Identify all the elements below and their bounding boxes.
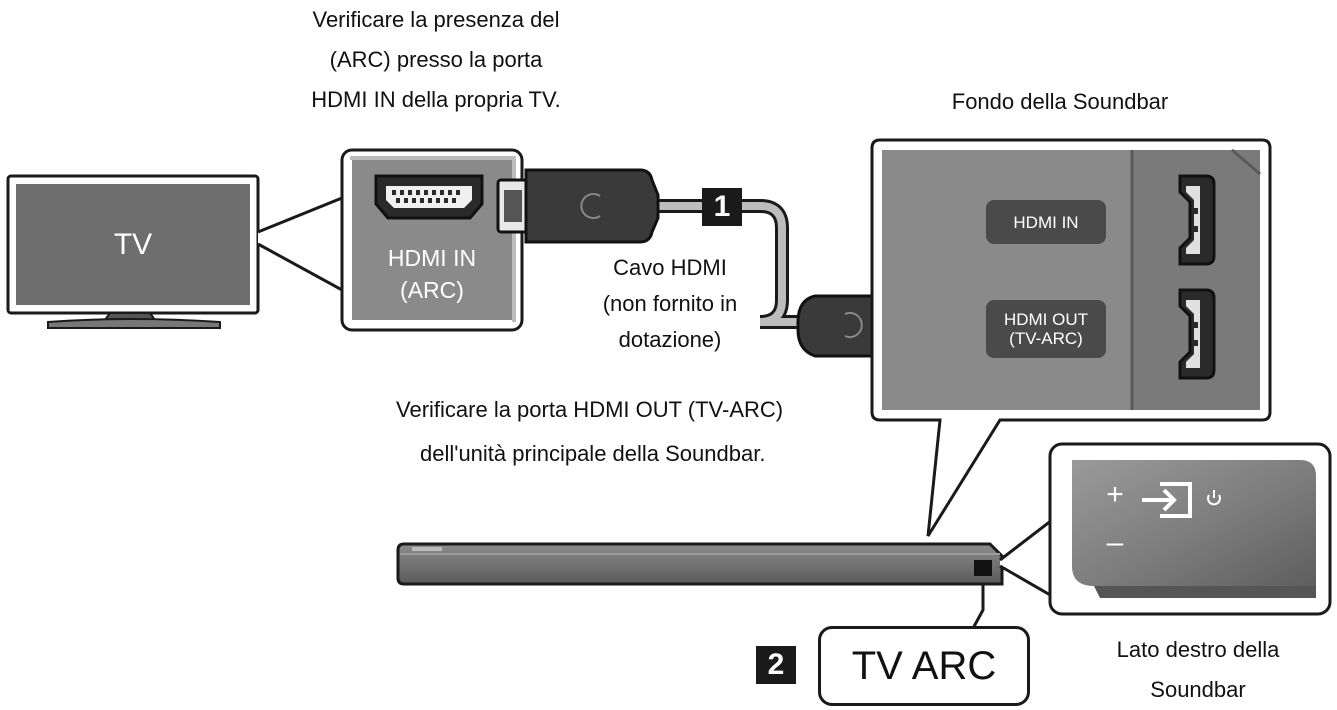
caption-line: dell'unità principale della Soundbar. — [420, 441, 766, 466]
tv-arc-label: TV ARC — [851, 643, 997, 688]
tv-arc-mode-box: TV ARC — [818, 626, 1030, 706]
port-label-line: HDMI IN — [387, 245, 477, 271]
caption-line: Verificare la presenza del — [312, 7, 560, 32]
soundbar-unit — [396, 542, 1004, 653]
caption-line: Lato destro della — [1116, 637, 1280, 662]
soundbar-bottom-title: Fondo della Soundbar — [951, 89, 1169, 114]
cable-caption: Cavo HDMI (non fornito in dotazione) — [570, 250, 770, 358]
caption-line: (non fornito in — [602, 291, 738, 316]
power-icon — [1207, 490, 1221, 506]
volume-minus-label: – — [1106, 526, 1124, 559]
tv-port-panel — [340, 148, 524, 332]
step-1-badge: 1 — [702, 188, 742, 226]
hdmi-in-label: HDMI IN — [986, 200, 1106, 244]
soundbar-side-panel — [1048, 442, 1332, 616]
port-label-line: (ARC) — [400, 277, 464, 303]
hdmi-in-text: HDMI IN — [1013, 212, 1079, 232]
volume-plus-label: + — [1106, 478, 1124, 511]
hdmi-out-line: (TV-ARC) — [1009, 329, 1083, 348]
hdmi-out-label: HDMI OUT (TV-ARC) — [986, 300, 1106, 358]
caption-line: Cavo HDMI — [613, 255, 727, 280]
step-2-badge: 2 — [756, 646, 796, 684]
tv-port-caption: Verificare la presenza del (ARC) presso … — [266, 0, 606, 120]
caption-line: Verificare la porta HDMI OUT (TV-ARC) — [396, 397, 784, 422]
source-input-icon — [1142, 482, 1192, 518]
caption-line: HDMI IN della propria TV. — [311, 87, 561, 112]
side-callout-pointer — [999, 516, 1054, 599]
tv-port-label: HDMI IN (ARC) — [352, 242, 512, 306]
caption-line: (ARC) presso la porta — [329, 47, 543, 72]
hdmi-out-line: HDMI OUT — [1003, 310, 1089, 329]
tv-callout-pointer — [257, 195, 344, 293]
tv-label: TV — [113, 228, 153, 261]
caption-line: dotazione) — [618, 327, 722, 352]
caption-line: Soundbar — [1150, 677, 1246, 702]
tv-device — [6, 174, 260, 329]
soundbar-check-caption: Verificare la porta HDMI OUT (TV-ARC) de… — [380, 388, 860, 476]
soundbar-side-caption: Lato destro della Soundbar — [1078, 630, 1318, 710]
